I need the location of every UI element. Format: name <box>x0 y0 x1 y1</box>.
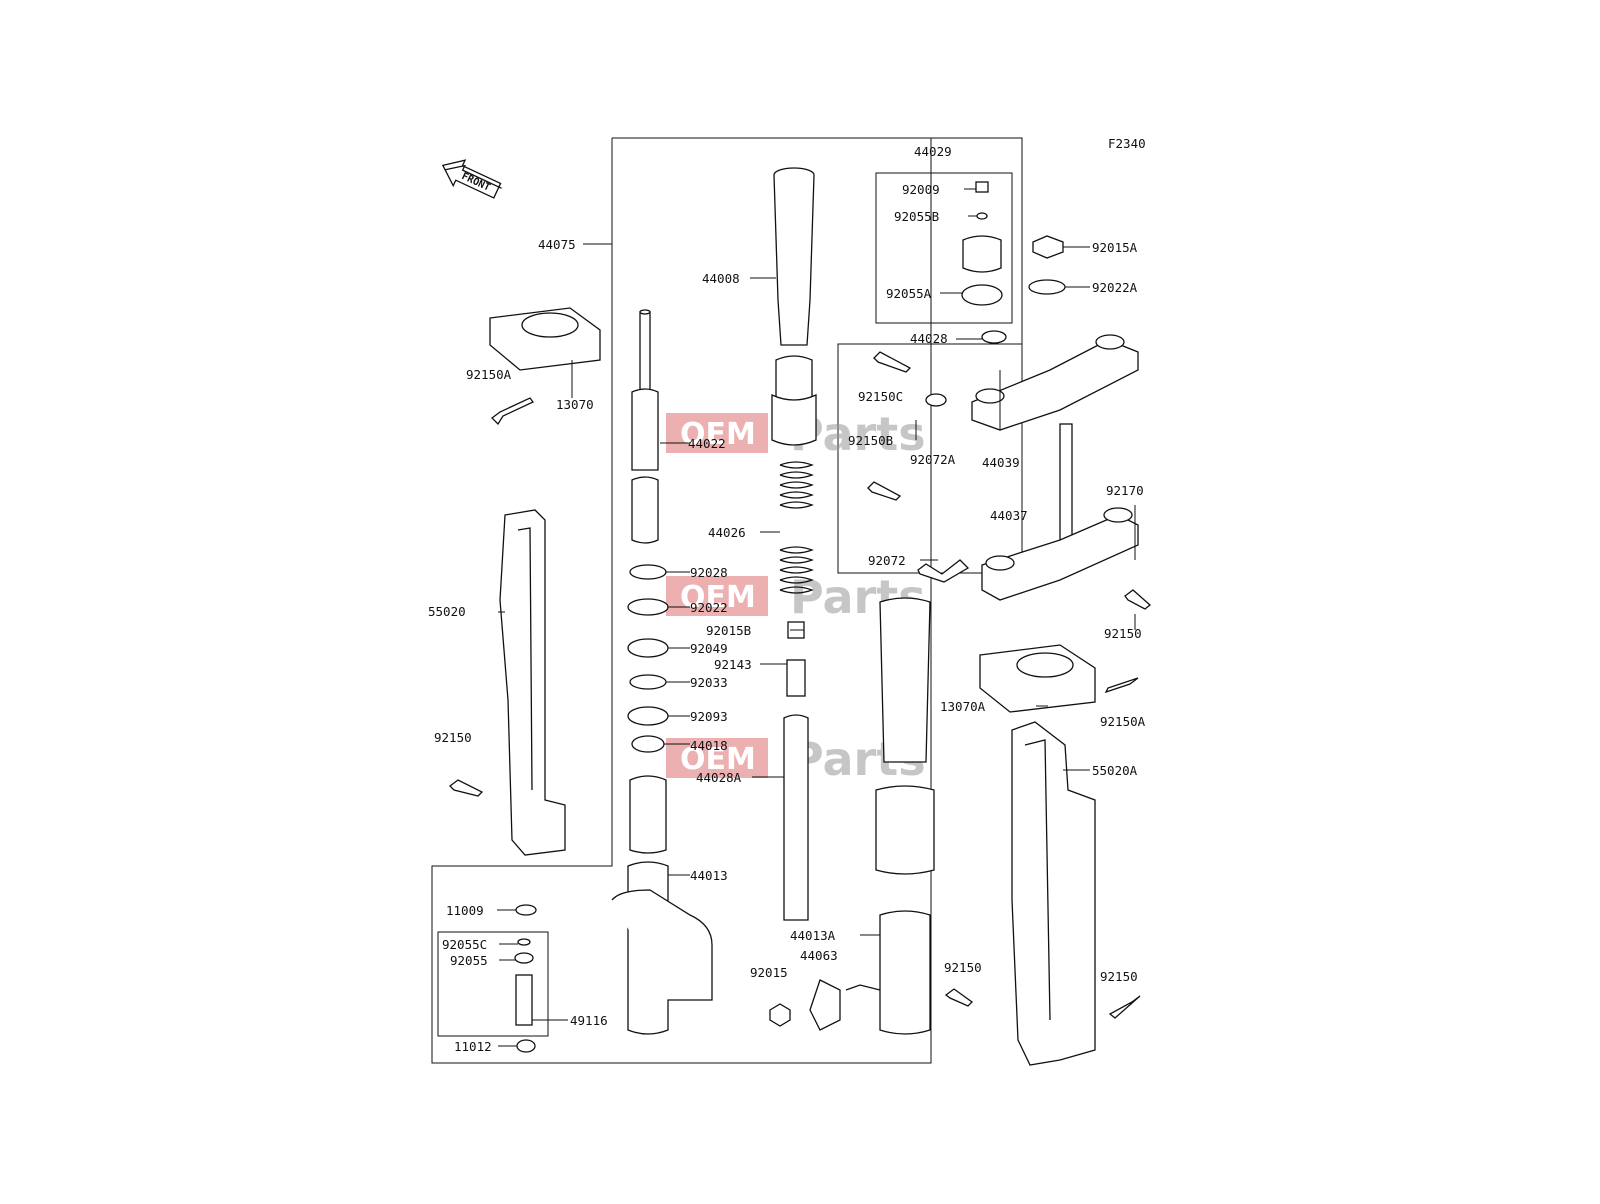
part-13070-clamp <box>489 307 601 371</box>
label-92150A-right: 92150A <box>1100 714 1146 729</box>
label-92150-left: 92150 <box>434 730 472 745</box>
leader-lines <box>497 188 1136 1047</box>
label-11012: 11012 <box>454 1039 492 1054</box>
label-44028A: 44028A <box>696 770 742 785</box>
label-92150A-left: 92150A <box>466 367 512 382</box>
watermark-oem-1: OEM <box>680 417 756 452</box>
label-44039: 44039 <box>982 455 1020 470</box>
part-44008-upper-tube <box>771 167 817 446</box>
label-92143: 92143 <box>714 657 752 672</box>
label-92022: 92022 <box>690 600 728 615</box>
label-44018: 44018 <box>690 738 728 753</box>
part-44029-cap <box>961 181 1007 344</box>
label-92015B: 92015B <box>706 623 751 638</box>
part-44026-spring <box>779 461 814 594</box>
part-13070A-clamp <box>979 644 1096 713</box>
label-92055C: 92055C <box>442 937 487 952</box>
part-labels: 44029 92009 92055B 92055A 44028 92015A 9… <box>428 144 1146 1054</box>
valve-kit-box <box>437 931 549 1037</box>
label-44063: 44063 <box>800 948 838 963</box>
part-44022-damper-rod <box>631 309 659 544</box>
label-44013A: 44013A <box>790 928 836 943</box>
label-92055B: 92055B <box>894 209 939 224</box>
bolt-icons <box>449 351 1152 1053</box>
label-13070A: 13070A <box>940 699 986 714</box>
label-44008: 44008 <box>702 271 740 286</box>
label-92150-bottom-right: 92150 <box>1100 969 1138 984</box>
label-92150C: 92150C <box>858 389 903 404</box>
label-44022: 44022 <box>688 436 726 451</box>
label-92072: 92072 <box>868 553 906 568</box>
label-92150-bottom-left: 92150 <box>944 960 982 975</box>
label-11009: 11009 <box>446 903 484 918</box>
label-55020A: 55020A <box>1092 763 1138 778</box>
part-55020A-guard <box>1011 721 1096 1066</box>
label-92150-right-1: 92150 <box>1104 626 1142 641</box>
label-92072A: 92072A <box>910 452 956 467</box>
label-49116: 49116 <box>570 1013 608 1028</box>
label-92049: 92049 <box>690 641 728 656</box>
label-13070: 13070 <box>556 397 594 412</box>
label-44028: 44028 <box>910 331 948 346</box>
label-92028: 92028 <box>690 565 728 580</box>
label-92033: 92033 <box>690 675 728 690</box>
label-92009: 92009 <box>902 182 940 197</box>
label-44037: 44037 <box>990 508 1028 523</box>
part-55020-guard <box>499 509 566 856</box>
part-center-column <box>783 621 809 921</box>
watermark-oem-3: OEM <box>680 742 756 777</box>
label-92055A: 92055A <box>886 286 932 301</box>
part-nut-washer <box>1028 235 1066 295</box>
part-44037-stem <box>981 423 1139 601</box>
watermark-oem-2: OEM <box>680 580 756 615</box>
label-92015: 92015 <box>750 965 788 980</box>
label-44026: 44026 <box>708 525 746 540</box>
part-44013A-right-tube <box>845 597 935 1035</box>
label-92150B: 92150B <box>848 433 893 448</box>
label-92093: 92093 <box>690 709 728 724</box>
front-arrow-icon: FRONT <box>441 159 502 199</box>
part-44039-upper-bracket <box>971 334 1139 431</box>
label-92055: 92055 <box>450 953 488 968</box>
label-92022A: 92022A <box>1092 280 1138 295</box>
label-55020: 55020 <box>428 604 466 619</box>
label-92015A: 92015A <box>1092 240 1138 255</box>
label-92170: 92170 <box>1106 483 1144 498</box>
label-44013: 44013 <box>690 868 728 883</box>
label-44075: 44075 <box>538 237 576 252</box>
part-44013-left-slider <box>611 861 713 1035</box>
part-rings-left <box>627 564 669 854</box>
label-44029: 44029 <box>914 144 952 159</box>
figure-code: F2340 <box>1108 136 1146 151</box>
cap-kit-box <box>875 172 1013 324</box>
